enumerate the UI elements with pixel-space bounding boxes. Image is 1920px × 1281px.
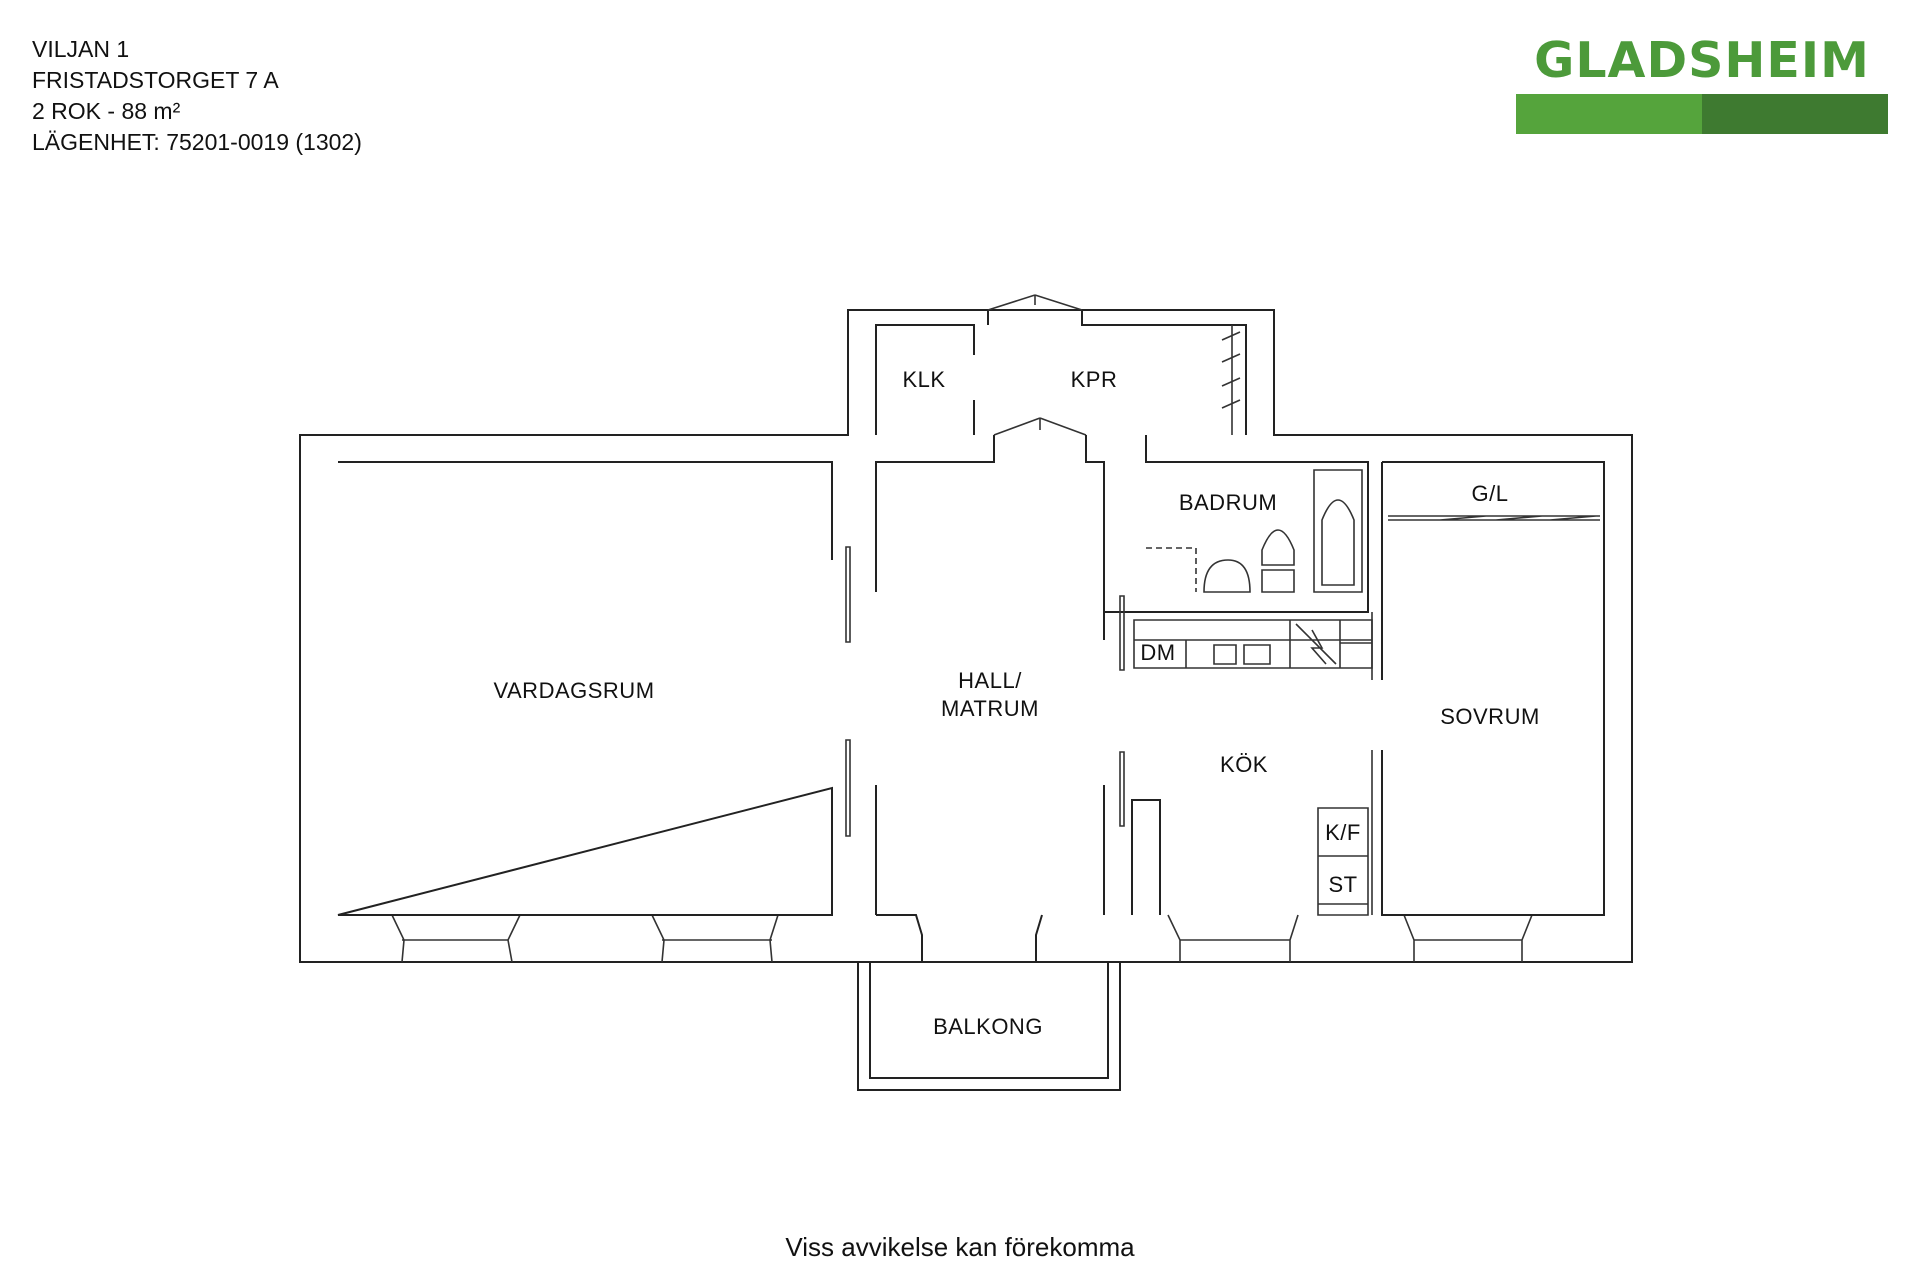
room-label-sovrum: SOVRUM bbox=[1440, 704, 1540, 729]
sovrum-wall bbox=[1381, 461, 1605, 916]
inner-door-kpr bbox=[993, 417, 1087, 436]
room-label-dm: DM bbox=[1140, 640, 1175, 665]
windows-bottom bbox=[391, 914, 1533, 963]
room-label-st: ST bbox=[1328, 872, 1357, 897]
property-name: VILJAN 1 bbox=[32, 36, 130, 62]
bathtub bbox=[1313, 469, 1363, 593]
door-vardagsrum-lower bbox=[845, 739, 851, 837]
balkong-wall bbox=[857, 962, 1121, 1091]
room-label-vardagsrum: VARDAGSRUM bbox=[493, 678, 654, 703]
hall-wall-left bbox=[875, 435, 995, 915]
disclaimer-note: Viss avvikelse kan förekomma bbox=[785, 1232, 1135, 1262]
door-kitchen-lower bbox=[1119, 751, 1125, 827]
room-label-badrum: BADRUM bbox=[1179, 490, 1277, 515]
kpr-klk-walls bbox=[875, 310, 1247, 435]
apartment-size: 2 ROK - 88 m² bbox=[32, 98, 181, 124]
shower-area bbox=[1146, 547, 1197, 592]
apartment-number: LÄGENHET: 75201-0019 (1302) bbox=[32, 129, 362, 155]
logo-bar-light bbox=[1516, 94, 1702, 134]
room-label-kf: K/F bbox=[1325, 820, 1361, 845]
room-label-klk: KLK bbox=[902, 367, 945, 392]
kok-wall-left bbox=[1103, 612, 1161, 915]
badrum-wall bbox=[1085, 435, 1369, 613]
outer-wall bbox=[299, 309, 1633, 963]
kpr-closet bbox=[1221, 325, 1241, 435]
property-info: VILJAN 1 FRISTADSTORGET 7 A 2 ROK - 88 m… bbox=[32, 34, 362, 158]
vardagsrum-wall bbox=[337, 461, 833, 916]
logo-text: GLADSHEIM bbox=[1534, 32, 1870, 89]
stove-symbol bbox=[1295, 623, 1337, 665]
door-kitchen-upper bbox=[1119, 595, 1125, 671]
room-label-balkong: BALKONG bbox=[933, 1014, 1043, 1039]
fridge-stove bbox=[1317, 807, 1369, 916]
property-address: FRISTADSTORGET 7 A bbox=[32, 67, 279, 93]
entrance-door bbox=[987, 294, 1083, 311]
door-vardagsrum-upper bbox=[845, 546, 851, 643]
logo-bar-dark bbox=[1702, 94, 1888, 134]
logo-bar bbox=[1516, 94, 1888, 134]
gl-wardrobe bbox=[1388, 515, 1600, 521]
toilet bbox=[1261, 529, 1295, 593]
room-label-kok: KÖK bbox=[1220, 752, 1268, 777]
hall-opening-bottom bbox=[876, 914, 1043, 962]
room-label-matrum: MATRUM bbox=[941, 696, 1039, 721]
room-label-hall: HALL/ bbox=[958, 668, 1022, 693]
sink bbox=[1203, 559, 1251, 593]
gladsheim-logo: GLADSHEIM bbox=[1516, 32, 1888, 134]
room-label-gl: G/L bbox=[1472, 481, 1509, 506]
room-label-kpr: KPR bbox=[1071, 367, 1118, 392]
